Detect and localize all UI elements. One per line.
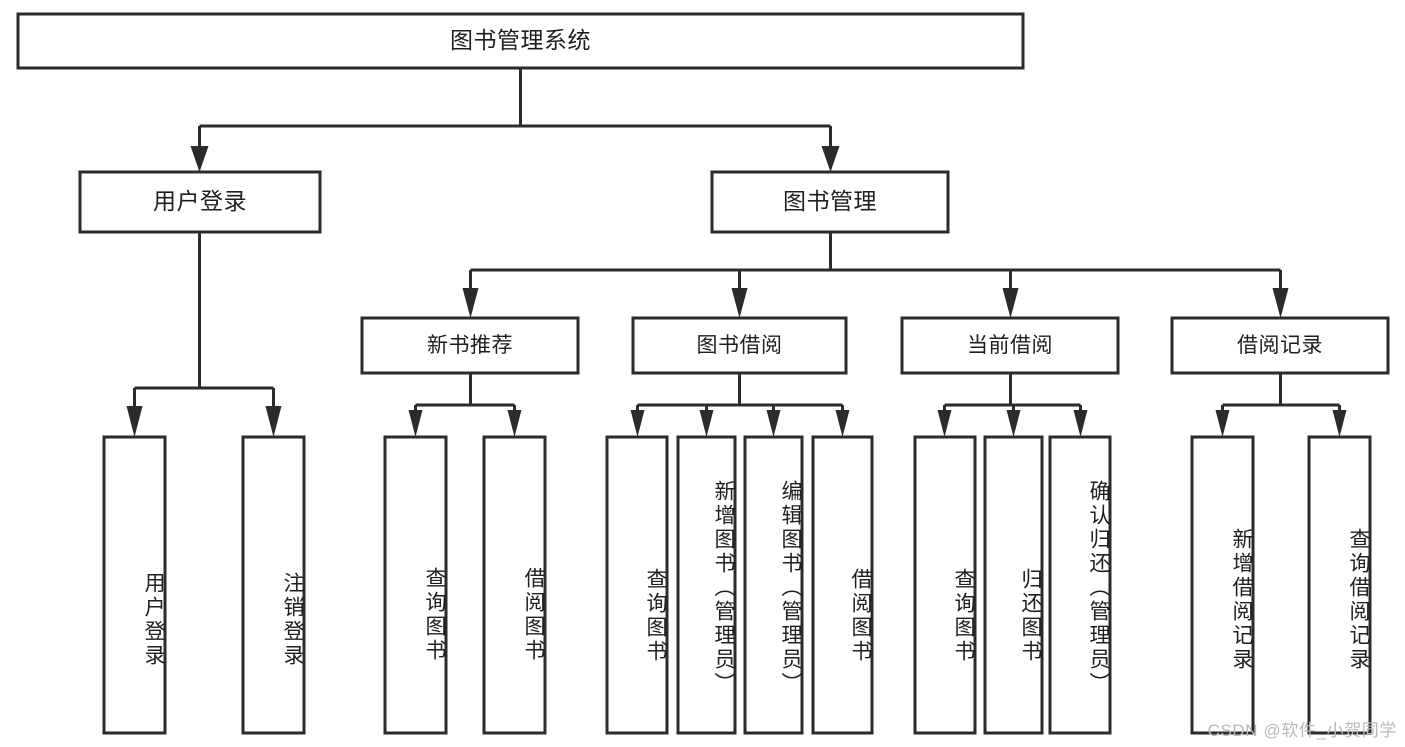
arrow-head-book-manage — [821, 146, 840, 172]
node-box-leaf-query-borrow-record[interactable] — [1307, 435, 1372, 735]
arrow-head-current-borrow — [1002, 288, 1019, 318]
node-box-leaf-edit-book-admin[interactable] — [743, 435, 804, 735]
node-box-root[interactable] — [16, 12, 1025, 70]
node-box-leaf-borrow-book-recommend[interactable] — [482, 435, 547, 735]
node-box-user-login[interactable] — [78, 170, 322, 234]
connector-group — [126, 68, 1347, 437]
arrow-head-leaf-query-borrow-record — [1332, 410, 1347, 437]
node-box-leaf-query-book-recommend[interactable] — [383, 435, 448, 735]
arrow-head-leaf-add-borrow-record — [1215, 410, 1230, 437]
node-box-leaf-borrow-book[interactable] — [811, 435, 874, 735]
node-box-leaf-add-borrow-record[interactable] — [1190, 435, 1255, 735]
arrow-head-new-book-recommend — [462, 288, 479, 318]
arrow-head-leaf-query-book-current — [937, 410, 952, 437]
arrow-head-leaf-edit-book-admin — [766, 410, 781, 437]
node-box-leaf-user-login[interactable] — [102, 435, 167, 735]
arrow-head-leaf-query-book-borrow — [630, 410, 645, 437]
arrow-head-leaf-confirm-return-admin — [1073, 410, 1088, 437]
node-box-borrow-record[interactable] — [1170, 316, 1390, 375]
arrow-head-leaf-return-book — [1006, 410, 1021, 437]
node-box-leaf-confirm-return-admin[interactable] — [1048, 435, 1112, 735]
arrow-head-leaf-borrow-book-recommend — [507, 410, 522, 437]
node-box-leaf-query-book-borrow[interactable] — [605, 435, 669, 735]
arrow-head-book-borrow — [731, 288, 748, 318]
node-box-leaf-return-book[interactable] — [983, 435, 1044, 735]
node-box-leaf-logout-login[interactable] — [241, 435, 306, 735]
arrow-head-leaf-borrow-book — [835, 410, 850, 437]
node-box-current-borrow[interactable] — [900, 316, 1120, 375]
node-box-leaf-add-book-admin[interactable] — [676, 435, 737, 735]
node-box-new-book-recommend[interactable] — [360, 316, 580, 375]
arrow-head-user-login — [190, 146, 209, 172]
arrow-head-leaf-logout-login — [265, 406, 282, 437]
arrow-head-leaf-user-login — [126, 406, 143, 437]
node-box-leaf-query-book-current[interactable] — [913, 435, 977, 735]
arrow-head-leaf-query-book-recommend — [408, 410, 423, 437]
arrow-head-borrow-record — [1272, 288, 1289, 318]
node-box-book-manage[interactable] — [710, 170, 950, 234]
node-box-group — [16, 12, 1390, 735]
arrow-head-leaf-add-book-admin — [699, 410, 714, 437]
node-box-book-borrow[interactable] — [631, 316, 848, 375]
